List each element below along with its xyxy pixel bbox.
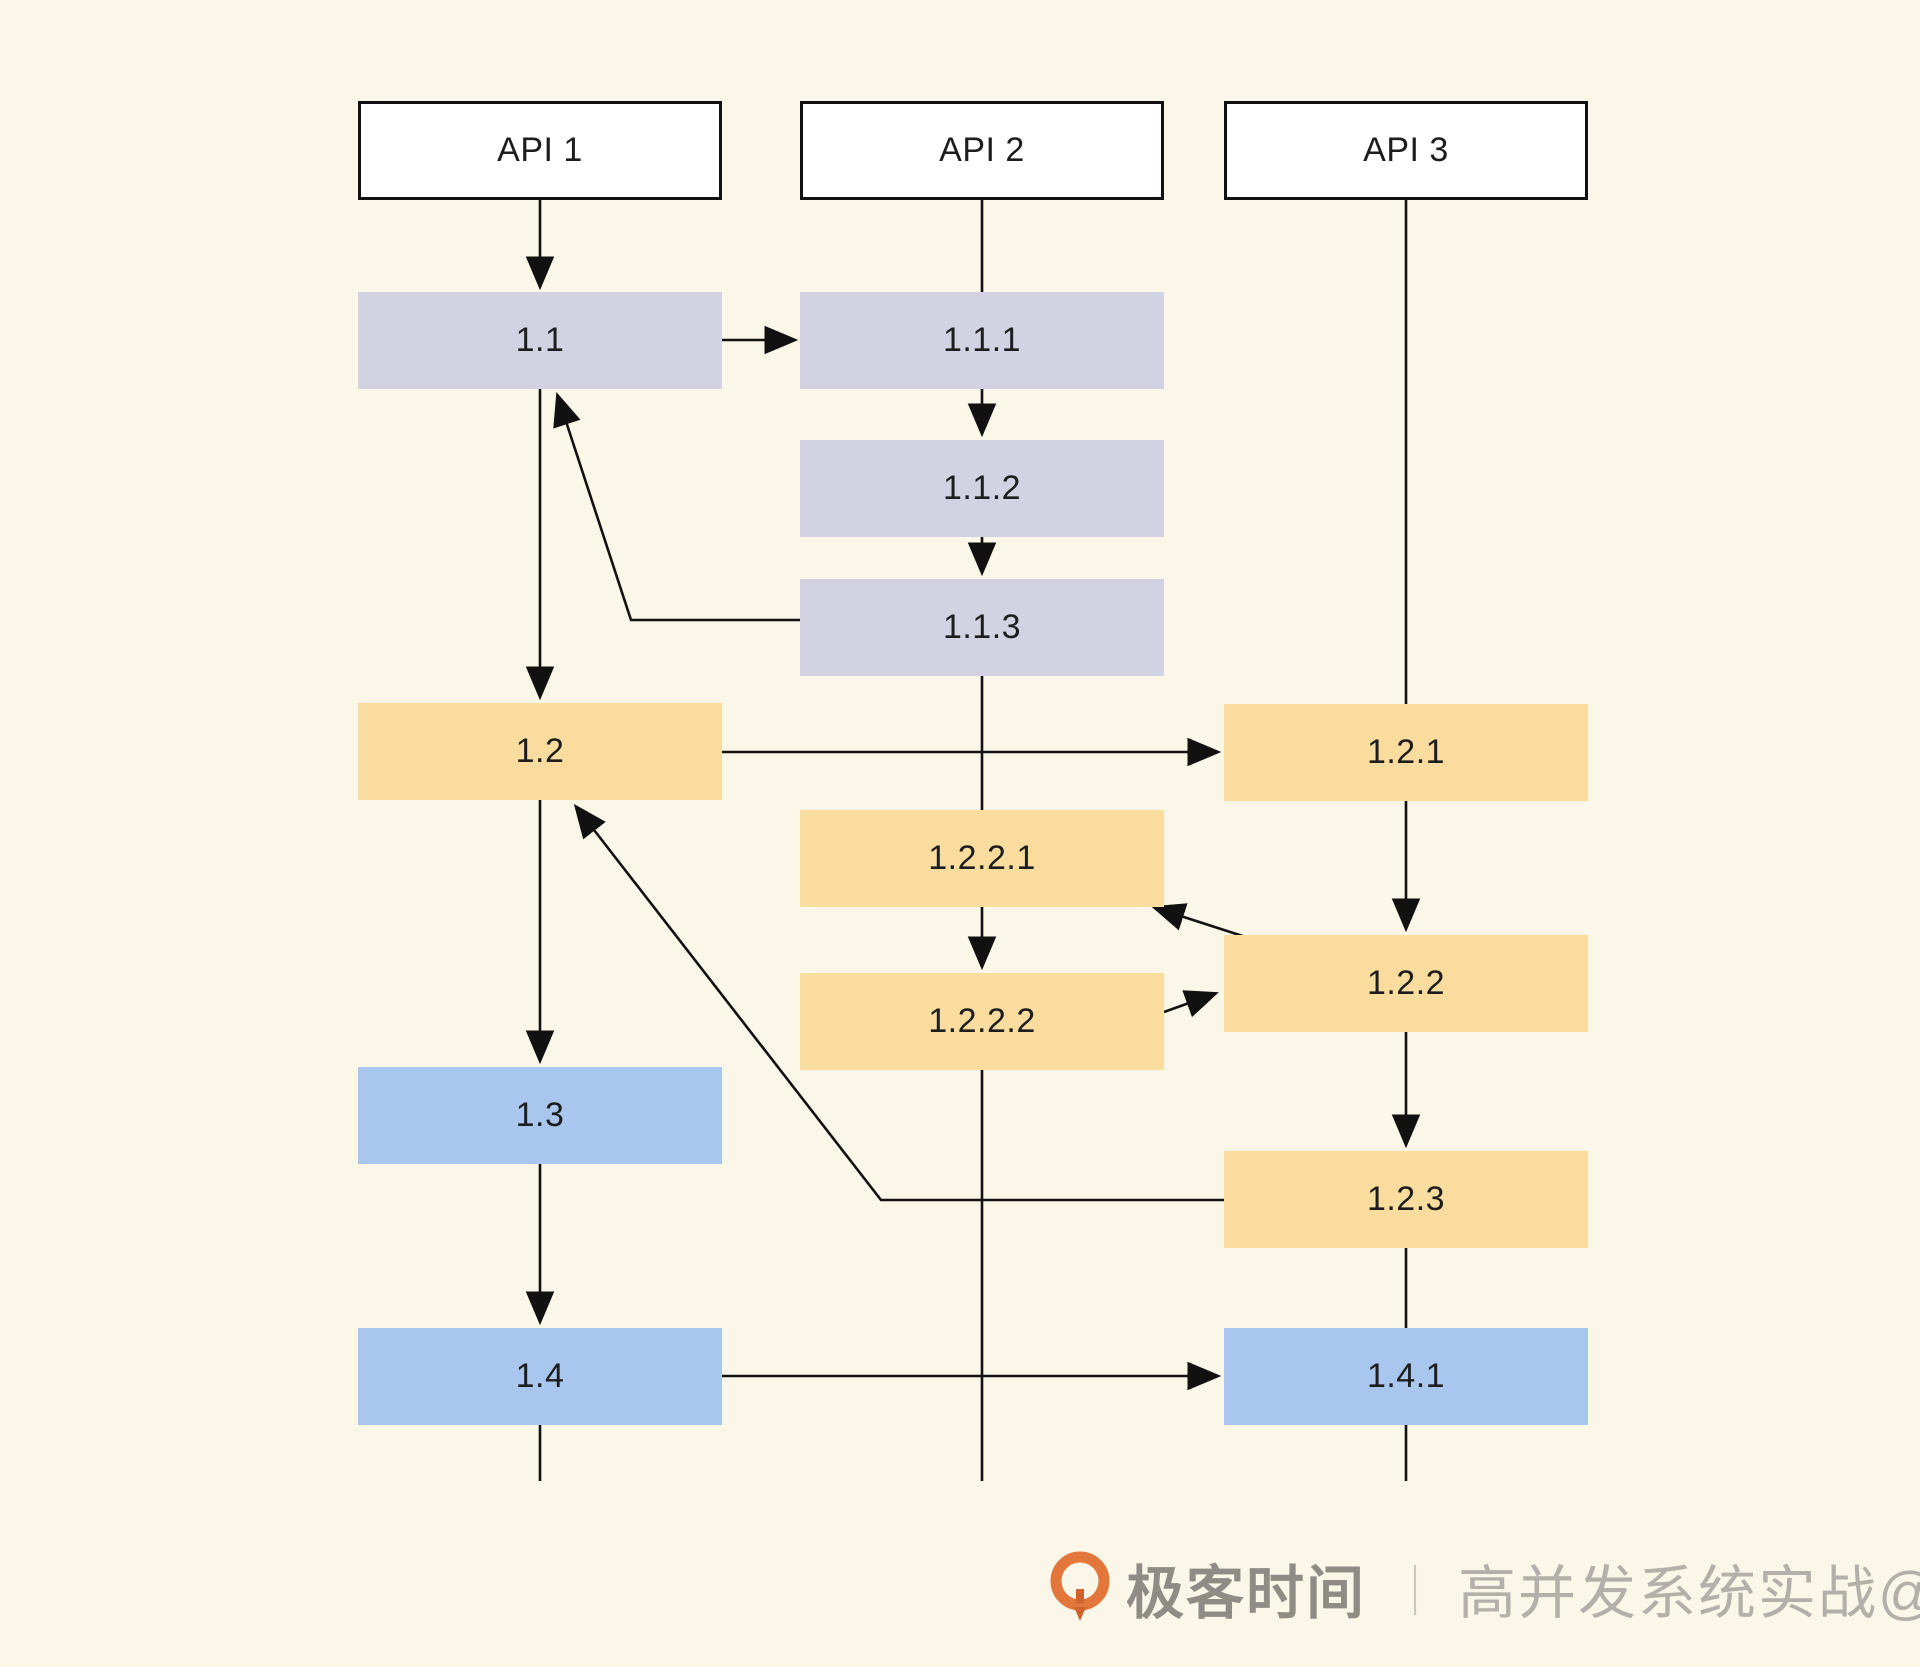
- node-1-2-3: 1.2.3: [1224, 1151, 1588, 1248]
- watermark: 极客时间 ｜ 高并发系统实战@蓝天: [1048, 1548, 1920, 1628]
- node-1-4-1: 1.4.1: [1224, 1328, 1588, 1425]
- watermark-divider: ｜: [1390, 1564, 1441, 1620]
- node-1-2-2: 1.2.2: [1224, 935, 1588, 1032]
- geektime-logo-icon: [1050, 1551, 1110, 1621]
- node-1-2-2-2: 1.2.2.2: [800, 973, 1164, 1070]
- node-1-1: 1.1: [358, 292, 722, 389]
- node-1-2: 1.2: [358, 703, 722, 800]
- column-header-api3: API 3: [1224, 101, 1588, 200]
- node-1-3: 1.3: [358, 1067, 722, 1164]
- watermark-brand-text: 极客时间: [1126, 1561, 1367, 1626]
- node-1-2-2-1: 1.2.2.1: [800, 810, 1164, 907]
- column-header-api2: API 2: [800, 101, 1164, 200]
- node-1-4: 1.4: [358, 1328, 722, 1425]
- node-1-2-1: 1.2.1: [1224, 704, 1588, 801]
- node-1-1-2: 1.1.2: [800, 440, 1164, 537]
- node-1-1-3: 1.1.3: [800, 579, 1164, 676]
- node-1-1-1: 1.1.1: [800, 292, 1164, 389]
- column-header-api1: API 1: [358, 101, 722, 200]
- watermark-credit-text: 高并发系统实战@蓝天: [1458, 1561, 1920, 1626]
